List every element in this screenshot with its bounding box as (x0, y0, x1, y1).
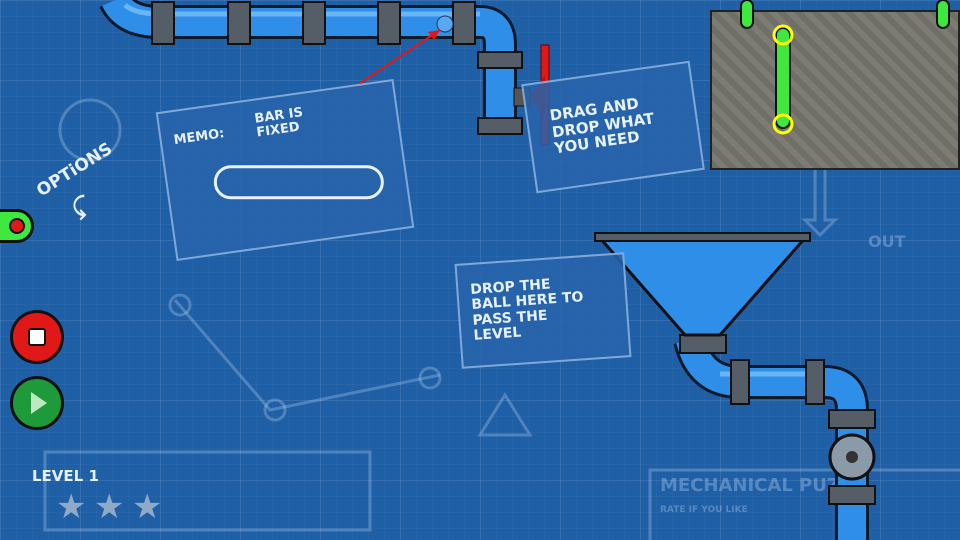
play-button[interactable] (10, 376, 64, 430)
fixed-bar-drawing (213, 165, 384, 200)
top-pipe (102, 0, 514, 130)
stop-icon (28, 328, 46, 346)
star-icon: ★ (132, 487, 163, 527)
play-icon (31, 392, 47, 414)
memo-title: MEMO: (172, 126, 226, 149)
drag-note: DRAG AND DROP WHAT YOU NEED (521, 60, 705, 194)
bg-title: MECHANICAL PUZ (660, 475, 840, 496)
out-pipe (676, 336, 866, 540)
star-icon: ★ (56, 487, 87, 527)
bg-subtitle: RATE IF YOU LIKE (660, 505, 748, 515)
stop-button[interactable] (10, 310, 64, 364)
hint-arrow-icon (428, 30, 440, 40)
green-bars[interactable] (730, 0, 960, 140)
drop-note: DROP THE BALL HERE TO PASS THE LEVEL (454, 252, 632, 369)
level-label: LEVEL 1 (32, 467, 99, 485)
ball (436, 15, 454, 33)
memo-text: BAR IS FIXED (253, 105, 304, 141)
drop-note-text: DROP THE BALL HERE TO PASS THE LEVEL (469, 276, 584, 345)
options-toggle[interactable] (0, 209, 34, 243)
target-panel (710, 10, 960, 170)
out-label: OUT (868, 232, 906, 251)
drag-note-text: DRAG AND DROP WHAT YOU NEED (548, 94, 656, 158)
funnel (596, 236, 809, 337)
options-arrow-icon: ⤹ (72, 192, 87, 220)
star-icon: ★ (94, 487, 125, 527)
